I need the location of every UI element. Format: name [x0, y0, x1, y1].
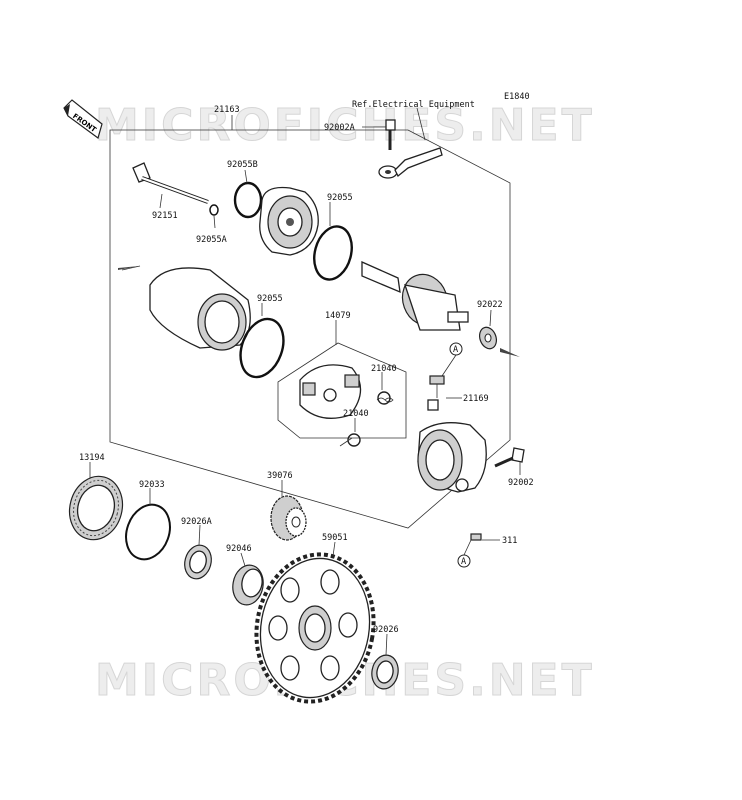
marker-a-upper-label: A	[453, 345, 458, 355]
callout-13194: 13194	[79, 453, 105, 463]
o-ring-92055b	[233, 181, 263, 219]
rear-cover	[417, 422, 487, 493]
washer-92026a	[184, 544, 212, 580]
needle-bearing-92046	[232, 564, 264, 606]
cable-terminal	[378, 107, 443, 179]
callout-311: 311	[502, 536, 517, 546]
bolt-92002a	[385, 119, 396, 150]
callout-92026: 92026	[373, 625, 399, 635]
washer-92022	[478, 326, 498, 350]
one-way-clutch-13194	[68, 475, 124, 541]
callout-21163: 21163	[214, 105, 240, 115]
callout-21169: 21169	[463, 394, 489, 404]
callout-92151: 92151	[152, 211, 178, 221]
callout-92022: 92022	[477, 300, 503, 310]
callout-92055B: 92055B	[227, 160, 258, 170]
callout-92046: 92046	[226, 544, 252, 554]
callout-92033: 92033	[139, 480, 165, 490]
bolt-92151	[132, 162, 209, 204]
o-ring-92055a	[209, 204, 219, 216]
washer-92026	[371, 654, 399, 690]
starter-gear-59051	[254, 552, 376, 704]
callout-39076: 39076	[267, 471, 293, 481]
callout-59051: 59051	[322, 533, 348, 543]
callout-92002A: 92002A	[324, 123, 355, 133]
bolt-92002	[494, 447, 525, 468]
reference-note: Ref.Electrical Equipment	[352, 100, 475, 110]
front-cover	[259, 186, 319, 256]
brush-assembly-21169	[427, 375, 445, 411]
pin-311	[470, 533, 482, 541]
callout-21040-bot: 21040	[343, 409, 369, 419]
armature	[361, 260, 469, 331]
spring-21040-upper	[376, 391, 394, 405]
gear-39076	[270, 495, 307, 541]
o-ring-92055-lower	[239, 317, 285, 379]
marker-a-lower	[457, 554, 471, 568]
brush-holder-frame	[277, 342, 407, 439]
reference-code: E1840	[504, 92, 530, 102]
callout-92026A: 92026A	[181, 517, 212, 527]
assembly-frame	[109, 129, 511, 529]
callout-92055-mid: 92055	[257, 294, 283, 304]
o-ring-92055-upper	[313, 225, 353, 281]
callout-92002: 92002	[508, 478, 534, 488]
watermark-top: MICROFICHES.NET	[95, 100, 595, 151]
spring-21040-lower	[339, 433, 361, 447]
callout-92055-top: 92055	[327, 193, 353, 203]
marker-a-lower-label: A	[461, 557, 466, 567]
callout-92055A: 92055A	[196, 235, 227, 245]
yoke-housing	[121, 265, 251, 351]
callout-21040-top: 21040	[371, 364, 397, 374]
brush-holder-plate	[299, 364, 362, 419]
callout-14079: 14079	[325, 311, 351, 321]
circlip-92033	[125, 503, 171, 561]
